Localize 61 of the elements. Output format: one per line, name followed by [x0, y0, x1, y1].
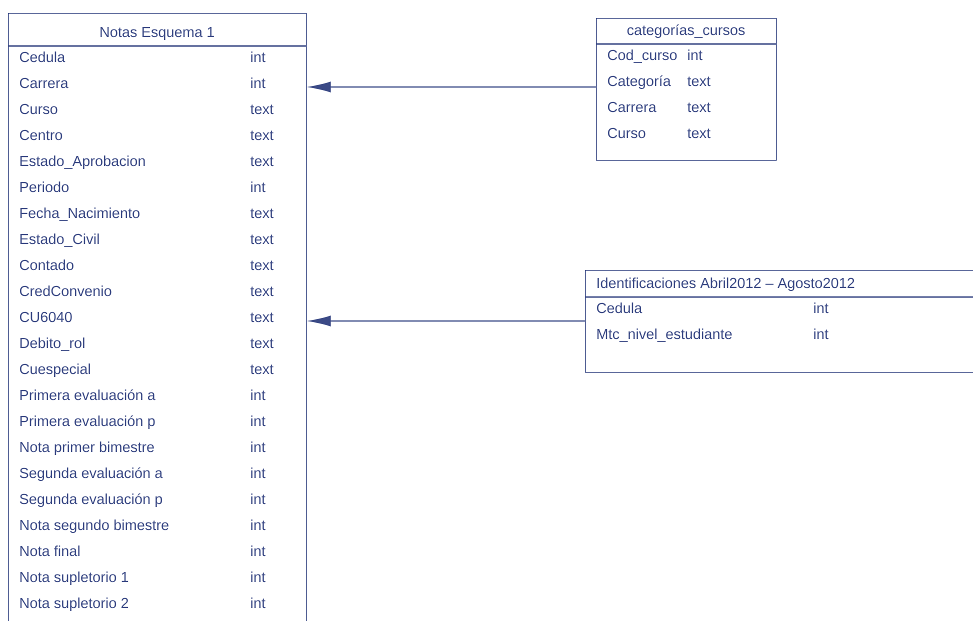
arrow: [310, 316, 585, 326]
column-type: int: [251, 52, 266, 62]
column-name: Segunda evaluación a: [20, 467, 163, 482]
column-name: Primera evaluación a: [20, 389, 156, 400]
column-name: Cuespecial: [20, 364, 90, 378]
column-type: text: [687, 76, 710, 86]
column-name: Estado_Aprobacion: [20, 156, 145, 170]
column-name: Segunda evaluación p: [20, 493, 162, 508]
table-title: Notas Esquema 1: [100, 27, 214, 40]
column-name: Estado_Civil: [20, 234, 99, 247]
column-name: Cedula: [20, 52, 66, 62]
column-type: int: [814, 328, 828, 340]
column-type: int: [251, 572, 266, 582]
arrow: [310, 82, 596, 92]
column-name: Curso: [608, 128, 646, 138]
column-name: Debito_rol: [20, 338, 84, 351]
column-type: int: [251, 390, 266, 400]
column-type: int: [251, 416, 266, 426]
column-name: Periodo: [20, 182, 69, 192]
column-type: int: [251, 182, 266, 192]
column-type: int: [251, 442, 266, 452]
column-name: Curso: [20, 104, 58, 114]
column-name: Carrera: [20, 78, 68, 88]
column-type: text: [250, 364, 274, 374]
column-type: text: [250, 130, 274, 140]
column-type: int: [251, 494, 266, 504]
column-type: text: [250, 312, 274, 322]
column-type: text: [250, 156, 274, 166]
column-name: Primera evaluación p: [20, 415, 155, 430]
column-name: Categoría: [608, 75, 671, 90]
column-type: int: [251, 546, 266, 556]
column-name: Carrera: [608, 102, 656, 112]
column-type: int: [688, 50, 702, 60]
column-type: text: [250, 338, 274, 348]
column-name: Nota primer bimestre: [20, 442, 154, 456]
column-type: int: [251, 468, 266, 478]
column-name: Cedula: [596, 302, 642, 314]
column-type: int: [814, 302, 828, 314]
column-type: text: [250, 234, 274, 244]
column-name: Centro: [20, 130, 62, 140]
column-name: Fecha_Nacimiento: [20, 208, 140, 221]
column-type: text: [250, 260, 274, 270]
column-name: Nota final: [20, 546, 80, 556]
column-type: int: [251, 598, 266, 608]
table-title: Identificaciones Abril2012 – Agosto2012: [598, 278, 854, 292]
column-name: Contado: [20, 260, 74, 270]
column-type: text: [250, 286, 274, 296]
column-type: text: [250, 104, 274, 114]
column-type: text: [687, 128, 710, 138]
column-type: int: [251, 78, 266, 88]
column-type: text: [250, 208, 274, 218]
column-type: int: [251, 520, 266, 530]
column-name: Mtc_nivel_estudiante: [597, 328, 732, 342]
column-name: Nota supletorio 1: [20, 572, 128, 586]
column-type: text: [687, 102, 710, 112]
column-name: Nota supletorio 2: [20, 598, 128, 612]
column-name: CU6040: [20, 312, 72, 322]
column-name: CredConvenio: [20, 286, 112, 296]
column-name: Nota segundo bimestre: [20, 520, 168, 534]
table-title: categorías_cursos: [627, 24, 745, 38]
column-name: Cod_curso: [608, 50, 677, 63]
